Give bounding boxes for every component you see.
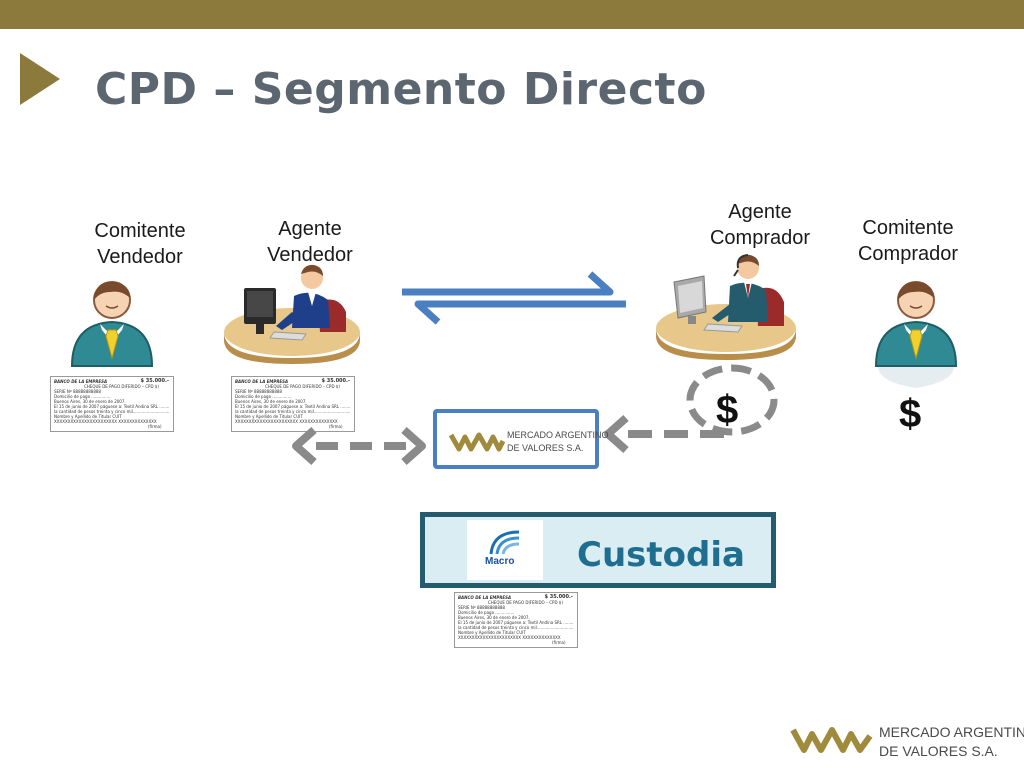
dashed-circle-icon — [686, 364, 778, 436]
seller-agent-desk-icon — [224, 264, 360, 364]
agent-money-symbol: $ — [716, 388, 739, 432]
custodia-box: Macro Custodia — [420, 512, 776, 588]
person-buyer-icon — [874, 281, 958, 388]
dashed-left-arrow-icon — [604, 415, 724, 453]
top-banner — [0, 0, 1024, 29]
cheque-document: BANCO DE LA EMPRESA $ 35.000.- CHEQUE DE… — [50, 376, 174, 432]
mav-logo-icon — [449, 432, 505, 452]
buyer-money-symbol: $ — [899, 392, 922, 436]
label-agente-comprador: Agente Comprador — [709, 201, 811, 249]
person-seller-icon — [70, 281, 154, 367]
footer-company-name: MERCADO ARGENTINO DE VALORES S.A. — [879, 724, 1024, 759]
label-comitente-comprador: Comitente Comprador — [857, 217, 959, 265]
custodia-label: Custodia — [577, 535, 745, 575]
mav-clearing-box: MERCADO ARGENTINO DE VALORES S.A. — [433, 409, 609, 469]
slide-title: CPD – Segmento Directo — [95, 64, 707, 115]
cheque-document: BANCO DE LA EMPRESA $ 35.000.- CHEQUE DE… — [454, 592, 578, 648]
macro-logo-icon — [489, 530, 520, 555]
label-comitente-vendedor: Comitente Vendedor — [94, 220, 186, 268]
title-bullet-icon — [20, 53, 60, 105]
cheque-document: BANCO DE LA EMPRESA $ 35.000.- CHEQUE DE… — [231, 376, 355, 432]
label-agente-vendedor: Agente Vendedor — [267, 218, 353, 266]
macro-logo: Macro — [467, 520, 543, 580]
dashed-double-arrow-icon — [292, 427, 426, 465]
negotiation-double-arrow-icon — [402, 271, 626, 325]
mav-name: MERCADO ARGENTINO DE VALORES S.A. — [507, 430, 609, 453]
buyer-agent-desk-icon — [656, 254, 796, 360]
footer-mav-logo-icon — [790, 727, 873, 753]
